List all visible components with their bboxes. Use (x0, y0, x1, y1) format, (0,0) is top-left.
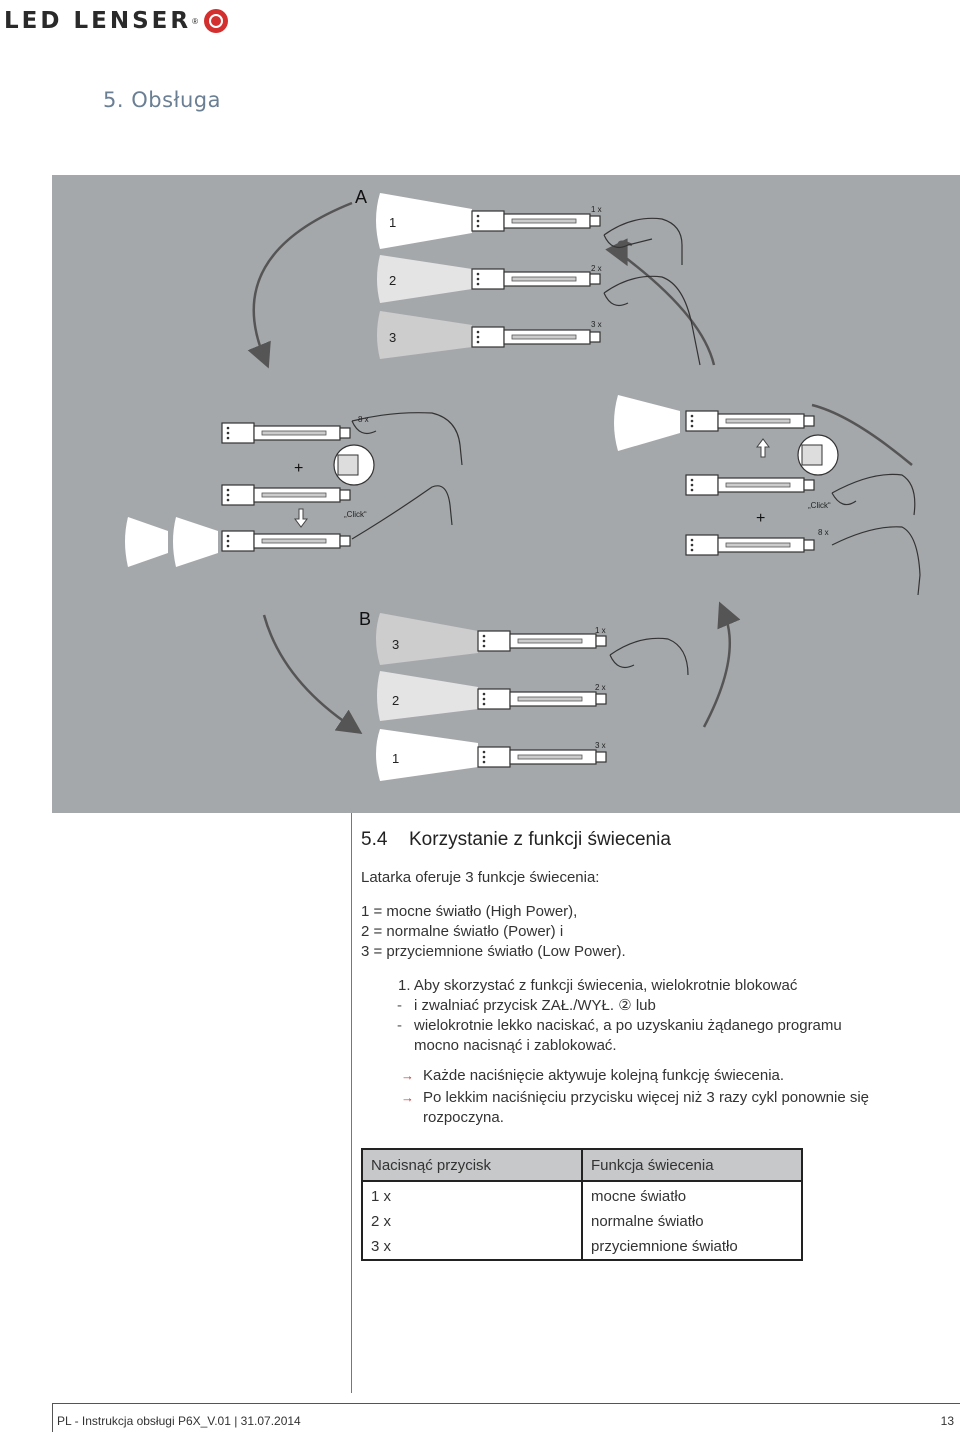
table-cell: normalne światło (581, 1209, 803, 1234)
arrow-right-icon: → (401, 1068, 414, 1083)
mode-line-3: 3 = przyciemnione światło (Low Power). (361, 943, 626, 960)
section-content: 5.4 Korzystanie z funkcji świecenia Lata… (361, 826, 921, 1138)
table-cell: 3 x (361, 1234, 583, 1261)
beam-mode-3 (377, 311, 472, 359)
dash-marker: - (397, 1017, 402, 1034)
b-press-3: 3 x (595, 741, 606, 750)
footer-doc-info: PL - Instrukcja obsługi P6X_V.01 | 31.07… (57, 1414, 301, 1428)
logo-circle-icon (203, 9, 228, 33)
mode-line-1: 1 = mocne światło (High Power), (361, 903, 578, 920)
left-click-label: „Click“ (344, 510, 367, 519)
step-1: 1. Aby skorzystać z funkcji świecenia, w… (361, 976, 921, 1056)
bullet-text: Po lekkim naciśnięciu przycisku więcej n… (423, 1089, 870, 1126)
page-footer: PL - Instrukcja obsługi P6X_V.01 | 31.07… (52, 1403, 960, 1432)
step-line-3: -wielokrotnie lekko naciskać, a po uzysk… (361, 1016, 921, 1036)
page-number: 13 (940, 1414, 954, 1428)
a-mode-3: 3 (389, 330, 396, 345)
b-mode-2: 2 (392, 693, 399, 708)
beam-mode-2 (377, 255, 472, 303)
a-press-1: 1 x (591, 205, 602, 214)
bullet-list: → Każde naciśnięcie aktywuje kolejną funk… (385, 1066, 921, 1128)
right-press-count: 8 x (818, 528, 829, 537)
logo-registered-mark: ® (192, 16, 198, 26)
b-press-2: 2 x (595, 683, 606, 692)
step-line-2-text: i zwalniać przycisk ZAŁ./WYŁ. ② lub (414, 997, 656, 1014)
step-line-1-text: 1. Aby skorzystać z funkcji świecenia, w… (398, 977, 798, 994)
bullet-item: → Każde naciśnięcie aktywuje kolejną funk… (385, 1066, 921, 1086)
section-heading-text: Korzystanie z funkcji świecenia (409, 829, 671, 850)
table-header-cell: Nacisnąć przycisk (361, 1148, 583, 1182)
dash-marker: - (397, 997, 402, 1014)
table-cell: przyciemnione światło (581, 1234, 803, 1261)
usage-illustration: A 1 2 3 1 x 2 x 3 x 8 x „Click“ + 8 x „C… (52, 175, 960, 813)
intro-text: Latarka oferuje 3 funkcje świecenia: (361, 869, 600, 886)
table-cell: 2 x (361, 1209, 583, 1234)
b-mode-3: 1 (392, 751, 399, 766)
step-line-4-text: mocno nacisnąć i zablokować. (414, 1037, 617, 1054)
bullet-item: → Po lekkim naciśnięciu przycisku więcej … (385, 1088, 921, 1128)
section-heading: 5.4 Korzystanie z funkcji świecenia (361, 830, 921, 850)
b-mode-1: 3 (392, 637, 399, 652)
a-press-2: 2 x (591, 264, 602, 273)
section-title: 5. Obsługa (103, 88, 221, 112)
section-number: 5.4 (361, 829, 388, 850)
a-press-3: 3 x (591, 320, 602, 329)
table-row: 2 x normalne światło (361, 1209, 803, 1234)
column-divider (351, 813, 352, 1393)
table-row: 1 x mocne światło (361, 1180, 803, 1209)
logo-text: LED LENSER (4, 8, 192, 34)
step-line-3-text: wielokrotnie lekko naciskać, a po uzyska… (414, 1017, 842, 1034)
table-header-row: Nacisnąć przycisk Funkcja świecenia (361, 1148, 803, 1182)
table-header-cell: Funkcja świecenia (581, 1148, 803, 1182)
table-cell: 1 x (361, 1180, 583, 1209)
function-table: Nacisnąć przycisk Funkcja świecenia 1 x … (361, 1148, 803, 1261)
left-plus: + (294, 460, 303, 477)
mode-line-2: 2 = normalne światło (Power) i (361, 923, 564, 940)
table-row: 3 x przyciemnione światło (361, 1234, 803, 1261)
modes-list: 1 = mocne światło (High Power), 2 = norm… (361, 902, 921, 962)
b-press-1: 1 x (595, 626, 606, 635)
right-plus: + (756, 510, 765, 527)
arrow-right-icon: → (401, 1090, 414, 1105)
left-press-count: 8 x (358, 415, 369, 424)
right-click-label: „Click“ (808, 501, 831, 510)
a-mode-2: 2 (389, 273, 396, 288)
table-cell: mocne światło (581, 1180, 803, 1209)
a-mode-1: 1 (389, 215, 396, 230)
label-b: B (359, 609, 371, 629)
bullet-text: Każde naciśnięcie aktywuje kolejną funkc… (423, 1067, 785, 1084)
step-line-4: mocno nacisnąć i zablokować. (361, 1036, 921, 1056)
step-line-1: 1. Aby skorzystać z funkcji świecenia, w… (361, 976, 921, 996)
beam-mode-1 (376, 193, 472, 249)
step-line-2: -i zwalniać przycisk ZAŁ./WYŁ. ② lub (361, 996, 921, 1016)
illustration-svg: A 1 2 3 1 x 2 x 3 x 8 x „Click“ + 8 x „C… (125, 187, 921, 781)
label-a: A (355, 187, 367, 207)
brand-logo: LED LENSER ® (4, 4, 228, 38)
dash-spacer (361, 1036, 399, 1056)
